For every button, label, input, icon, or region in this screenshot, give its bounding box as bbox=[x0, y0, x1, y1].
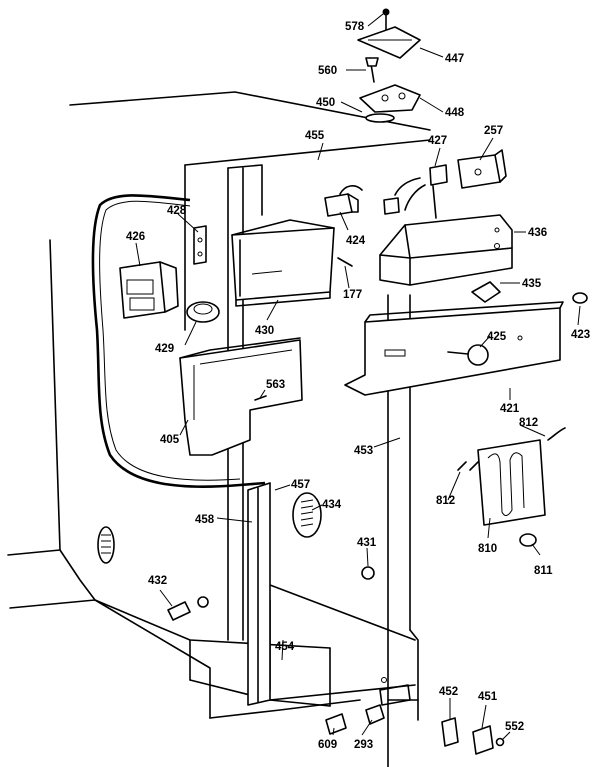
hinge-451 bbox=[472, 725, 494, 755]
thermostat-426 bbox=[119, 261, 179, 319]
bottom-bracket bbox=[379, 677, 411, 706]
control-housing-436 bbox=[379, 214, 513, 286]
caster-609 bbox=[325, 713, 347, 735]
label-578: 578 bbox=[345, 21, 365, 33]
label-429: 429 bbox=[155, 343, 174, 355]
label-431: 431 bbox=[357, 537, 377, 549]
drain-tube bbox=[91, 194, 266, 488]
control-knob-429 bbox=[186, 301, 220, 323]
label-453: 453 bbox=[354, 445, 373, 457]
label-448: 448 bbox=[445, 107, 465, 119]
fastener-811 bbox=[519, 533, 537, 547]
bracket-448 bbox=[359, 84, 421, 113]
label-450: 450 bbox=[316, 97, 335, 109]
defrost-timer-257 bbox=[457, 149, 507, 189]
label-425: 425 bbox=[487, 331, 507, 343]
label-427: 427 bbox=[428, 135, 447, 147]
label-435: 435 bbox=[522, 278, 542, 290]
label-257: 257 bbox=[484, 125, 503, 137]
label-457: 457 bbox=[291, 479, 310, 491]
knob-425 bbox=[447, 344, 489, 366]
wire-812 bbox=[457, 427, 566, 471]
label-458: 458 bbox=[195, 514, 215, 526]
label-430: 430 bbox=[255, 325, 274, 337]
vent-cover-434 bbox=[292, 492, 322, 538]
label-452: 452 bbox=[439, 686, 458, 698]
light-socket-435 bbox=[471, 281, 501, 303]
knob-578 bbox=[382, 8, 390, 31]
label-436: 436 bbox=[528, 227, 547, 239]
hinge-bracket-452 bbox=[441, 717, 459, 747]
switch-424 bbox=[324, 185, 363, 217]
label-563: 563 bbox=[266, 379, 285, 391]
light-bulb-423 bbox=[572, 292, 588, 304]
label-424: 424 bbox=[346, 235, 366, 247]
label-609: 609 bbox=[318, 739, 337, 751]
air-duct-405 bbox=[179, 337, 303, 456]
label-810: 810 bbox=[478, 543, 497, 555]
leader-lines bbox=[135, 13, 581, 741]
label-447: 447 bbox=[445, 53, 464, 65]
side-vent bbox=[97, 526, 115, 564]
label-432: 432 bbox=[148, 575, 167, 587]
label-423: 423 bbox=[571, 329, 590, 341]
label-177: 177 bbox=[343, 289, 362, 301]
screw-552 bbox=[495, 737, 505, 747]
cover-447 bbox=[357, 26, 421, 59]
heater-810 bbox=[469, 439, 546, 526]
label-434: 434 bbox=[322, 499, 342, 511]
wiring-427 bbox=[383, 164, 448, 219]
part-labels: 578 447 560 448 450 455 427 257 428 426 … bbox=[126, 21, 590, 751]
screw-177 bbox=[337, 257, 353, 267]
label-421: 421 bbox=[500, 403, 520, 415]
label-428: 428 bbox=[167, 205, 187, 217]
control-panel-guide-421 bbox=[344, 301, 564, 396]
divider-channel bbox=[247, 482, 271, 706]
label-451: 451 bbox=[478, 691, 498, 703]
label-454: 454 bbox=[275, 641, 295, 653]
label-455: 455 bbox=[305, 130, 325, 142]
label-560: 560 bbox=[318, 65, 337, 77]
thermostat-bracket-428 bbox=[193, 225, 207, 265]
screw-560 bbox=[365, 57, 379, 83]
label-552: 552 bbox=[505, 721, 524, 733]
label-293: 293 bbox=[354, 739, 373, 751]
hinge-pin-431 bbox=[361, 566, 375, 580]
label-405: 405 bbox=[160, 434, 180, 446]
caster-293 bbox=[365, 704, 385, 725]
roller-432 bbox=[167, 596, 209, 621]
label-426: 426 bbox=[126, 231, 145, 243]
label-811: 811 bbox=[534, 565, 553, 577]
label-812b: 812 bbox=[436, 495, 455, 507]
label-812a: 812 bbox=[519, 417, 538, 429]
bracket-430 bbox=[231, 219, 335, 307]
gasket-450 bbox=[365, 113, 395, 123]
